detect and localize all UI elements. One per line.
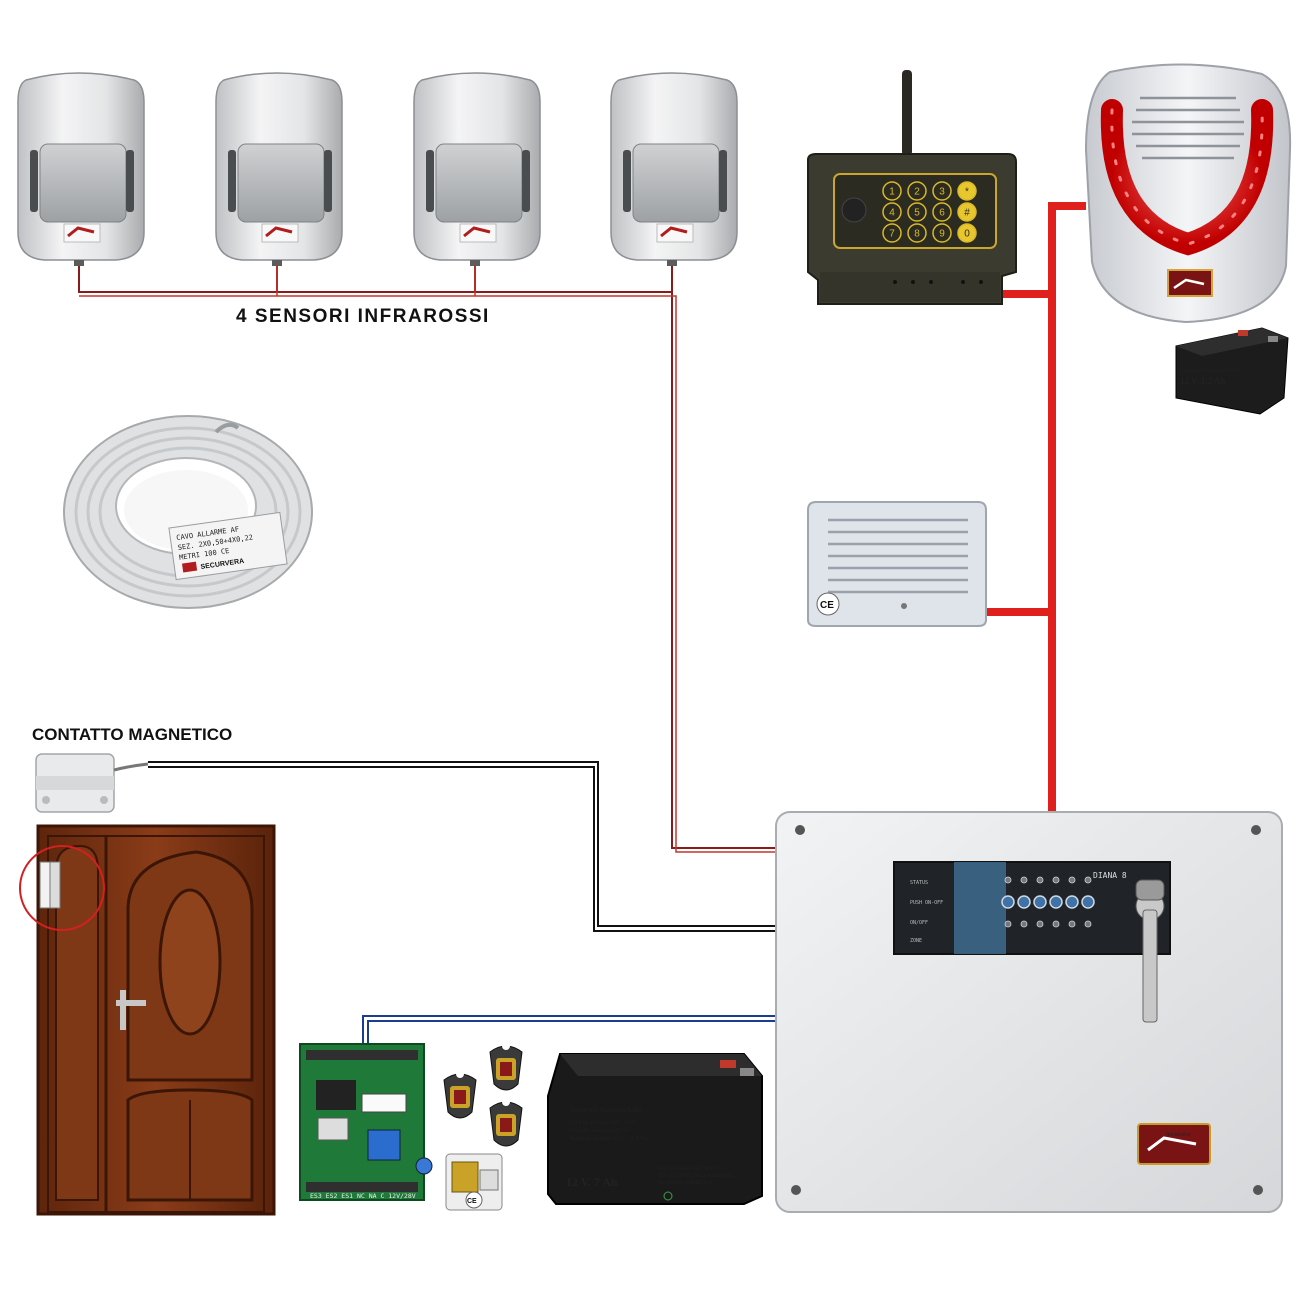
siren-battery-icon: Securvera Garanzia Italia 12 V. 1,2 Ah: [1175, 327, 1289, 415]
panel-mark-push: PUSH ON-OFF: [910, 900, 943, 906]
panel-led: [1052, 920, 1060, 928]
control-panel-icon: DIANA 8 STATUS PUSH ON-OFF ON/OFF ZONE S…: [775, 811, 1283, 1213]
main-battery-brand: Securvera Garanzia Italia: [570, 1106, 642, 1114]
gsm-keypad-icon: 1 2 3 * 4 5 6 #7 8 9 0: [807, 70, 1017, 305]
indoor-siren-icon: CE: [807, 501, 987, 627]
keypad-key-label: 7: [889, 229, 895, 240]
contact-wire: [148, 761, 779, 932]
keypad-key: [882, 202, 902, 222]
panel-led-grid: [1001, 876, 1095, 928]
panel-led: [1036, 876, 1044, 884]
keypad-key-label: 3: [939, 187, 945, 198]
main-battery-disposal-3: AL PIOMBO ERMETICO: [658, 1181, 712, 1186]
keyfob-group: [443, 1042, 523, 1147]
keyfob-icon: [443, 1070, 477, 1119]
keypad-key: [907, 202, 927, 222]
main-battery-disposal-1: BATTERIA RICARICABILE: [658, 1167, 718, 1172]
panel-led: [1004, 876, 1012, 884]
reader-wire: [362, 1015, 779, 1045]
keypad-key: [957, 223, 977, 243]
wiring: [78, 202, 1086, 1045]
keypad-key-label: 5: [914, 208, 920, 219]
cable-roll-icon: CAVO ALLARME AF SEZ. 2X0,50+4X0,22 METRI…: [63, 415, 313, 609]
main-battery-spec-3: Stand-by utilizzo 13,6 - 13,8 Vcc: [570, 1136, 650, 1142]
siren-battery-brand: Securvera Garanzia Italia: [1180, 368, 1241, 374]
main-battery-icon: Securvera Garanzia Italia Cicli di utili…: [547, 1053, 763, 1205]
magnetic-contact-label: CONTATTO MAGNETICO: [32, 725, 232, 744]
panel-led: [1052, 876, 1060, 884]
reader-board-icon: ES3 ES2 ES1 NC NA C 12V/28V: [299, 1043, 433, 1201]
sensor-bus-wire: [78, 262, 779, 853]
keyfob-icon: [489, 1098, 523, 1147]
keypad-key: [932, 181, 952, 201]
main-battery-title: 12 V. 7 Ah: [566, 1175, 618, 1189]
panel-mark-zone: ZONE: [910, 938, 922, 944]
panel-led: [1033, 895, 1047, 909]
keypad-key-label: 6: [939, 208, 945, 219]
keypad-key-label: 4: [889, 208, 895, 219]
keypad-key: [932, 223, 952, 243]
pir-sensor-icon: [17, 72, 145, 266]
keypad-key-label: 8: [914, 229, 920, 240]
door-icon: [19, 824, 276, 1216]
keypad-key-label: 9: [939, 229, 945, 240]
main-battery-disposal-2: NON BUTTARE NELL'AMBIENTE: [658, 1174, 734, 1179]
panel-mark-onoff: ON/OFF: [910, 920, 928, 926]
sensor-group: [17, 72, 738, 266]
siren-battery-title: 12 V. 1,2 Ah: [1180, 376, 1225, 386]
keypad-key: [957, 181, 977, 201]
main-battery-spec-2: Corrente massima 0,6 A: [570, 1128, 629, 1134]
panel-led: [1081, 895, 1095, 909]
outdoor-siren-icon: [1084, 63, 1292, 324]
panel-led: [1001, 895, 1015, 909]
main-battery-spec-1: Cicli di utilizzo 14,5 - 14,9: [570, 1120, 635, 1126]
panel-model: DIANA 8: [1093, 871, 1127, 880]
keyfob-reader-ce: CE: [467, 1198, 477, 1205]
pir-sensor-icon: [610, 72, 738, 266]
panel-led: [1036, 920, 1044, 928]
pir-sensor-icon: [215, 72, 343, 266]
panel-mark-status: STATUS: [910, 880, 928, 886]
panel-led: [1004, 920, 1012, 928]
keypad-key-label: *: [965, 187, 969, 198]
panel-led: [1020, 876, 1028, 884]
keypad-key: [882, 181, 902, 201]
keyfob-reader-icon: CE: [445, 1153, 503, 1211]
reader-board-terminals: ES3 ES2 ES1 NC NA C 12V/28V: [310, 1192, 416, 1200]
panel-led: [1065, 895, 1079, 909]
keypad-key: [907, 181, 927, 201]
sensors-label: 4 SENSORI INFRAROSSI: [236, 306, 490, 327]
magnetic-contact-icon: [35, 753, 149, 813]
keyfob-icon: [489, 1042, 523, 1091]
keypad-key: [882, 223, 902, 243]
keypad-key-label: 1: [889, 187, 895, 198]
panel-led: [1068, 920, 1076, 928]
panel-led: [1020, 920, 1028, 928]
indoor-siren-ce: CE: [820, 600, 834, 611]
keypad-key: [907, 223, 927, 243]
siren-wire: [987, 202, 1086, 812]
panel-led: [1068, 876, 1076, 884]
keypad-keys: 1 2 3 * 4 5 6 #7 8 9 0: [882, 181, 977, 243]
keypad-key-label: 2: [914, 187, 920, 198]
keypad-key-label: 0: [964, 229, 970, 240]
keypad-key-label: #: [964, 208, 970, 219]
pir-sensor-icon: [413, 72, 541, 266]
keypad-key: [957, 202, 977, 222]
panel-led: [1049, 895, 1063, 909]
panel-led: [1084, 876, 1092, 884]
panel-led: [1084, 920, 1092, 928]
panel-logo-text: Securvera: [1166, 1132, 1190, 1138]
panel-led: [1017, 895, 1031, 909]
keypad-key: [932, 202, 952, 222]
